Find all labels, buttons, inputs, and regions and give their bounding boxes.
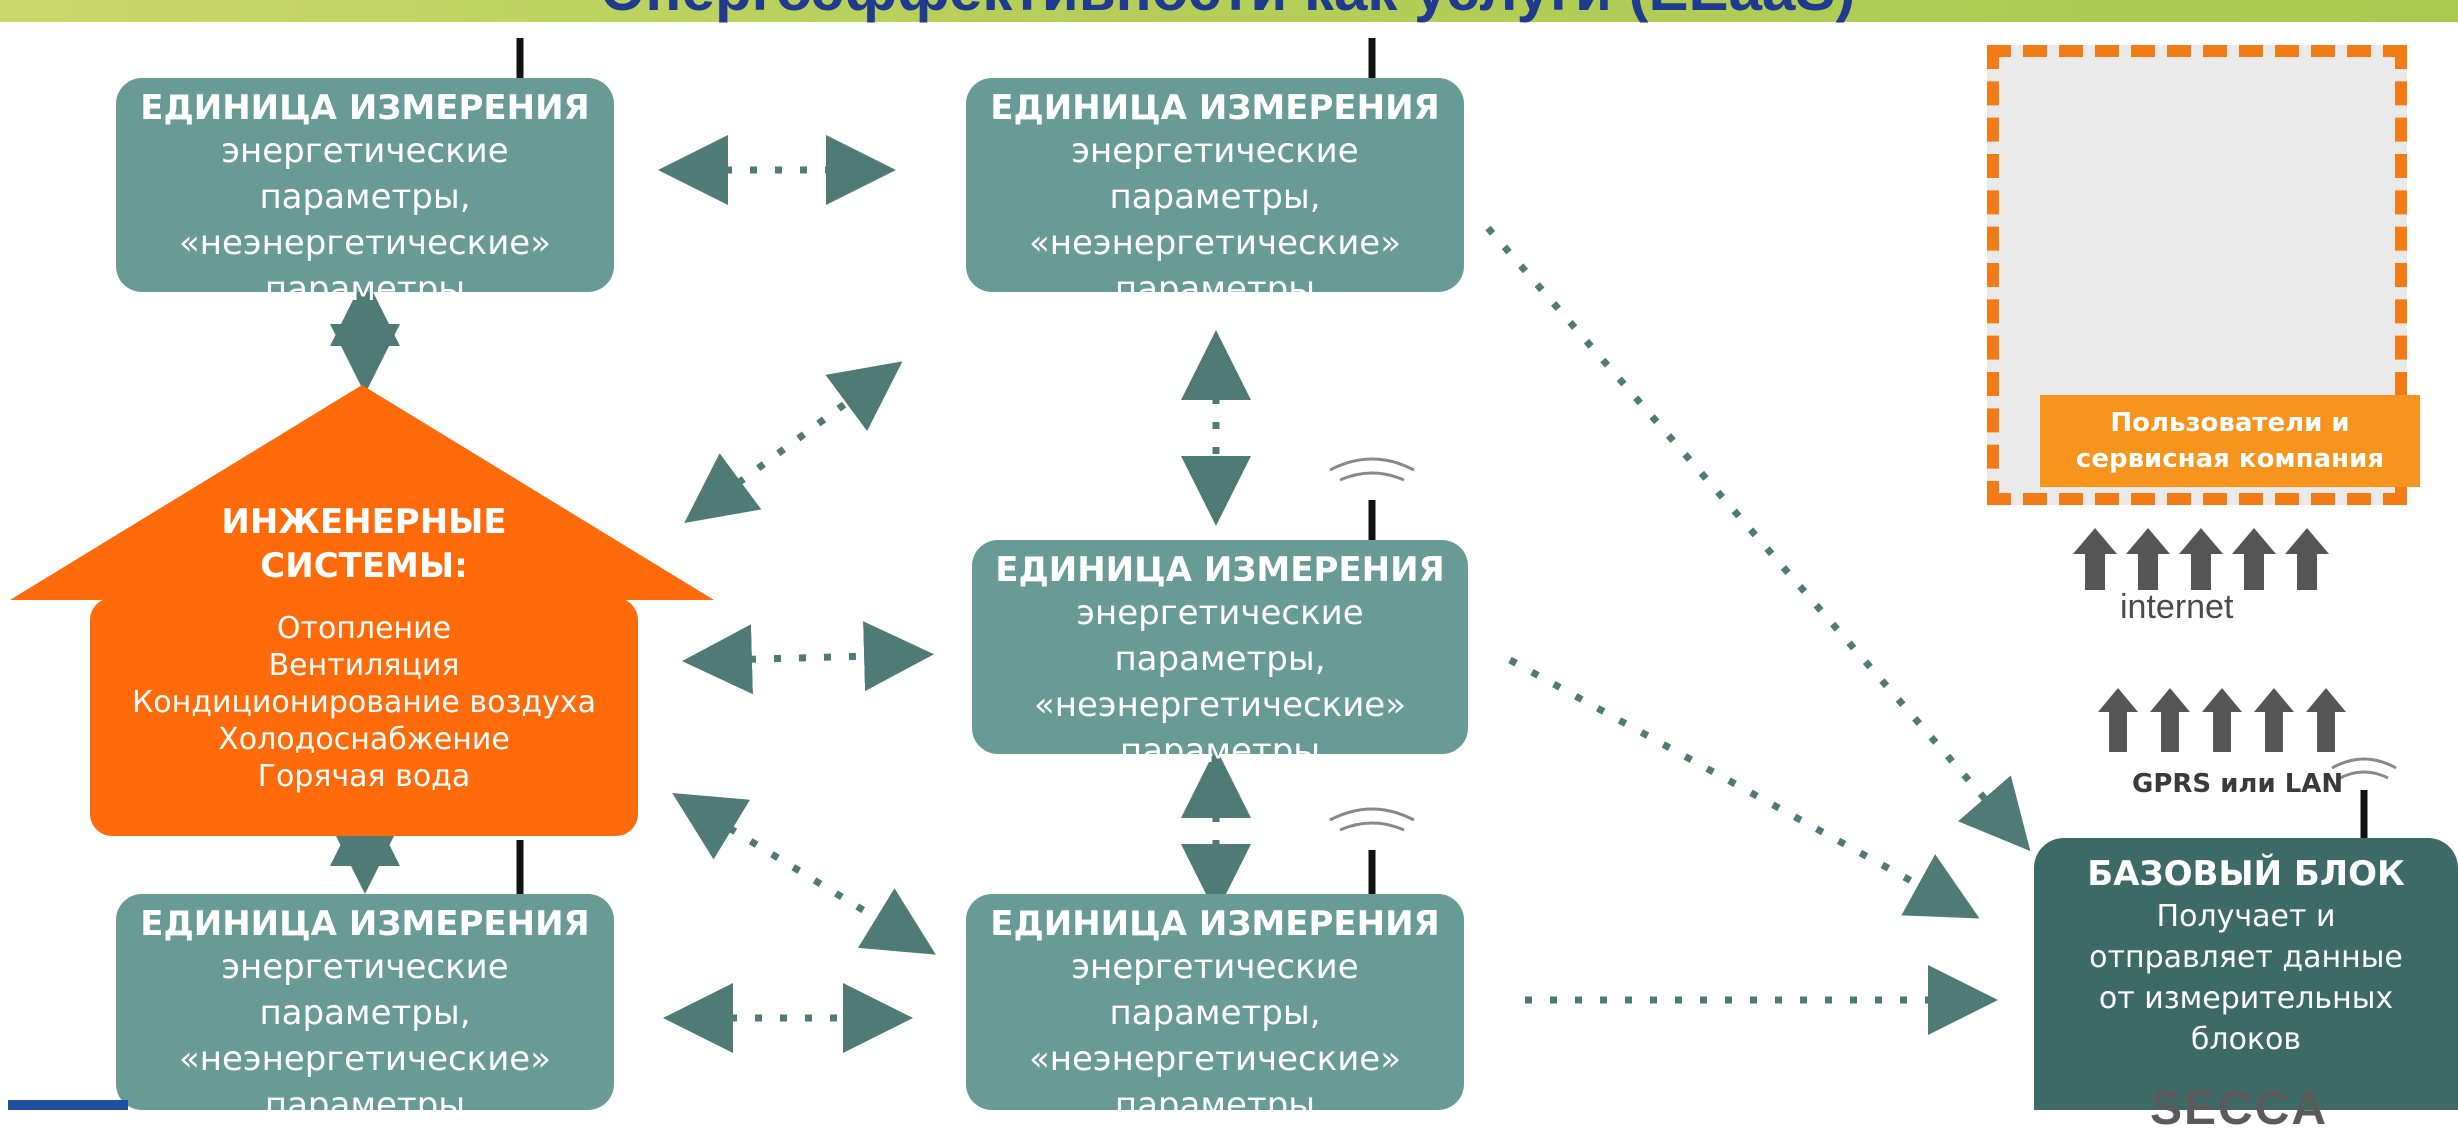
- engineering-systems-title: СИСТЕМЫ:: [260, 546, 468, 586]
- internet-arrows: [2073, 528, 2329, 590]
- arrow-unit2-base: [1485, 225, 2031, 852]
- up-arrow-icon: [2232, 528, 2276, 590]
- unit-line: параметры,: [1114, 639, 1326, 679]
- base-block-line: отправляет данные: [2089, 940, 2403, 975]
- system-item: Кондиционирование воздуха: [131, 685, 597, 720]
- system-item: Холодоснабжение: [218, 722, 510, 757]
- system-item: Горячая вода: [257, 759, 471, 794]
- gprs-label: GPRS или LAN: [2132, 769, 2344, 799]
- users-label-line: Пользователи и: [2110, 408, 2350, 438]
- base-block-title: БАЗОВЫЙ БЛОК: [2087, 854, 2405, 894]
- house-body: [90, 598, 638, 836]
- unit-line: энергетические: [221, 131, 509, 171]
- unit-line: параметры: [264, 269, 466, 309]
- top-banner: [0, 0, 2458, 22]
- unit-line: «неэнергетические»: [178, 223, 552, 263]
- up-arrow-icon: [2202, 688, 2242, 752]
- unit-line: «неэнергетические»: [1028, 1039, 1402, 1079]
- system-item: Отопление: [276, 611, 452, 646]
- unit-line: параметры,: [1109, 177, 1321, 217]
- arrow-unit3-base: [1508, 656, 1980, 919]
- unit-line: параметры: [1119, 731, 1321, 771]
- internet-label: internet: [2120, 588, 2234, 626]
- unit-line: параметры: [264, 1085, 466, 1125]
- up-arrow-icon: [2098, 688, 2138, 752]
- page-title: Энергоэффективности как услуги (EEaaS): [0, 0, 2458, 20]
- unit-line: «неэнергетические»: [1033, 685, 1407, 725]
- up-arrow-icon: [2179, 528, 2223, 590]
- measurement-unit-2: ЕДИНИЦА ИЗМЕРЕНИЯ энергетические парамет…: [966, 78, 1464, 309]
- base-block: БАЗОВЫЙ БЛОК Получает и отправляет данны…: [2034, 838, 2458, 1110]
- secca-logo: SECCA: [2150, 1082, 2329, 1135]
- unit-line: «неэнергетические»: [178, 1039, 552, 1079]
- unit-line: параметры: [1114, 269, 1316, 309]
- unit-heading: ЕДИНИЦА ИЗМЕРЕНИЯ: [140, 88, 590, 128]
- unit-line: энергетические: [221, 947, 509, 987]
- house-roof: [10, 385, 714, 600]
- users-label-line: сервисная компания: [2075, 444, 2385, 474]
- measurement-unit-5: ЕДИНИЦА ИЗМЕРЕНИЯ энергетические парамет…: [966, 894, 1464, 1125]
- up-arrow-icon: [2150, 688, 2190, 752]
- unit-line: энергетические: [1076, 593, 1364, 633]
- unit-heading: ЕДИНИЦА ИЗМЕРЕНИЯ: [990, 88, 1440, 128]
- eu-flag-logo: [8, 1100, 128, 1110]
- users-label: Пользователи и сервисная компания: [2040, 395, 2420, 487]
- measurement-unit-4: ЕДИНИЦА ИЗМЕРЕНИЯ энергетические парамет…: [116, 894, 614, 1125]
- up-arrow-icon: [2254, 688, 2294, 752]
- arrow-house-unit2: [684, 361, 903, 523]
- measurement-unit-3: ЕДИНИЦА ИЗМЕРЕНИЯ энергетические парамет…: [972, 540, 1468, 771]
- measurement-unit-1: ЕДИНИЦА ИЗМЕРЕНИЯ энергетические парамет…: [116, 78, 614, 309]
- unit-line: параметры: [1114, 1085, 1316, 1125]
- unit-line: энергетические: [1071, 131, 1359, 171]
- unit-heading: ЕДИНИЦА ИЗМЕРЕНИЯ: [995, 550, 1445, 590]
- unit-line: параметры,: [259, 177, 471, 217]
- arrow-house-unit5: [672, 793, 936, 955]
- system-item: Вентиляция: [268, 648, 460, 683]
- gprs-arrows: [2098, 688, 2346, 752]
- up-arrow-icon: [2126, 528, 2170, 590]
- unit-heading: ЕДИНИЦА ИЗМЕРЕНИЯ: [140, 904, 590, 944]
- base-block-line: от измерительных: [2098, 981, 2394, 1016]
- base-block-line: блоков: [2190, 1022, 2302, 1057]
- unit-line: параметры,: [1109, 993, 1321, 1033]
- arrow-house-unit3: [682, 621, 934, 695]
- unit-line: «неэнергетические»: [1028, 223, 1402, 263]
- up-arrow-icon: [2285, 528, 2329, 590]
- unit-line: параметры,: [259, 993, 471, 1033]
- antenna-icons: [516, 38, 2368, 898]
- up-arrow-icon: [2306, 688, 2346, 752]
- unit-line: энергетические: [1071, 947, 1359, 987]
- base-block-line: Получает и: [2156, 899, 2336, 934]
- up-arrow-icon: [2073, 528, 2117, 590]
- engineering-systems-title: ИНЖЕНЕРНЫЕ: [221, 502, 507, 542]
- engineering-systems: ИНЖЕНЕРНЫЕ СИСТЕМЫ: Отопление Вентиляция…: [70, 500, 658, 795]
- unit-heading: ЕДИНИЦА ИЗМЕРЕНИЯ: [990, 904, 1440, 944]
